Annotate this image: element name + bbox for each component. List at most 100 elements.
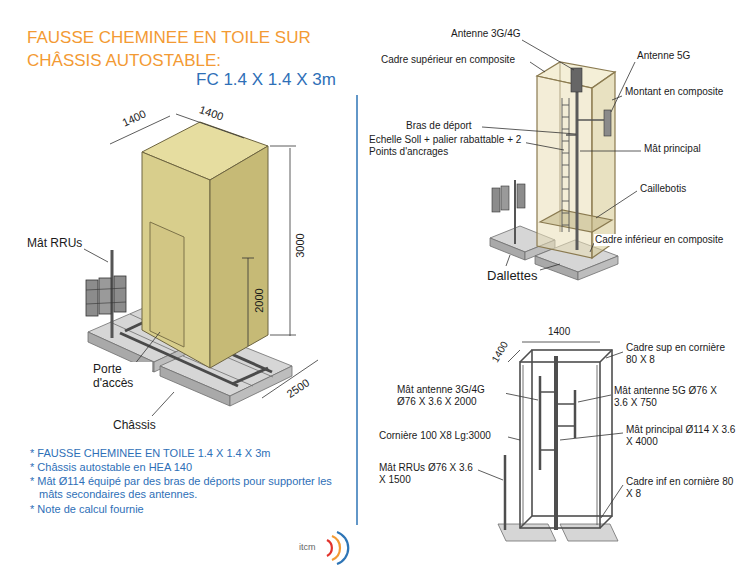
part-label: Cadre supérieur en composite	[380, 54, 516, 66]
subtitle: FC 1.4 X 1.4 X 3m	[195, 70, 337, 90]
slab	[560, 524, 618, 541]
main-mast	[554, 356, 558, 530]
leader-line	[506, 255, 510, 266]
steel-frame	[520, 516, 532, 528]
ladder	[562, 177, 569, 178]
ladder	[562, 189, 569, 190]
main-mast	[566, 68, 611, 250]
divider-line	[357, 95, 358, 525]
leader-line	[152, 392, 174, 416]
dimension-line	[270, 146, 296, 147]
logo-arcs	[337, 532, 348, 564]
part-label: Dallettes	[486, 268, 539, 284]
leader-line	[612, 96, 622, 100]
main-mast	[571, 68, 582, 92]
leader-line	[478, 470, 503, 480]
leader-line	[504, 393, 538, 400]
dimension: 1400	[197, 103, 226, 124]
slab	[490, 238, 525, 260]
fabric-chimney	[150, 222, 184, 347]
part-label: Mât antenne 5G Ø76 X 3.6 X 750	[613, 385, 725, 409]
main-mast	[574, 390, 577, 438]
divider-line	[356, 95, 358, 525]
leader-line	[580, 151, 641, 152]
title: FAUSSE CHEMINEE EN TOILE SUR CHÂSSIS AUT…	[26, 26, 363, 72]
rru-mast	[99, 278, 111, 314]
main-mast	[505, 356, 575, 530]
rru-mast	[86, 288, 126, 290]
slab	[230, 366, 292, 406]
rru-mast	[514, 180, 516, 244]
part-label: Echelle Soll + palier rabattable + 2 Poi…	[368, 134, 526, 158]
leader-line	[530, 62, 545, 72]
steel-frame	[600, 516, 612, 528]
composite-frame	[537, 62, 615, 258]
main-mast	[576, 70, 579, 250]
steel-frame	[520, 362, 600, 528]
slab	[498, 524, 556, 541]
part-label: Cadre inf en cornière 80 X 8	[625, 476, 739, 500]
dimension-line	[522, 342, 600, 343]
composite-frame	[559, 62, 560, 232]
rru-mast	[492, 188, 500, 212]
ladder	[562, 117, 569, 118]
part-label: Antenne 5G	[636, 50, 691, 62]
leader-line	[540, 264, 560, 270]
part-label: Mât principal Ø114 X 3.6 X 4000	[625, 424, 737, 448]
leader-line	[578, 395, 611, 402]
logo-arcs	[327, 532, 348, 564]
slab	[535, 256, 578, 280]
steel-frame	[520, 350, 532, 362]
leader-line	[522, 142, 564, 150]
dimension: 1400	[489, 338, 512, 365]
dimension-line	[242, 258, 254, 259]
note: * Mât Ø114 équipé par des bras de déport…	[30, 475, 350, 501]
dimension: 1400	[547, 326, 571, 338]
leader-line	[508, 437, 520, 440]
rru-mast	[114, 276, 126, 312]
main-mast	[539, 376, 542, 470]
note: * Châssis autostable en HEA 140	[30, 461, 350, 474]
main-mast	[577, 119, 604, 121]
rru-mast	[501, 186, 509, 210]
leader-line	[84, 249, 174, 416]
main-mast	[540, 449, 556, 451]
leader-line	[596, 191, 637, 218]
ladder	[562, 105, 569, 106]
dimension-line	[508, 350, 520, 362]
dimension-line	[508, 342, 600, 362]
fabric-chimney	[210, 146, 268, 368]
main-mast	[556, 425, 575, 427]
dimension-line	[248, 258, 249, 346]
steel-frame	[600, 350, 612, 362]
part-label: Cadre inférieur en composite	[594, 234, 724, 246]
part-label: Châssis	[112, 418, 157, 432]
steel-frame	[597, 365, 598, 525]
rru-mast	[492, 180, 525, 244]
dimension: 1400	[119, 107, 149, 130]
rru-mast	[86, 280, 98, 316]
logo-text: itcm	[298, 542, 317, 553]
main-mast	[604, 110, 611, 136]
leader-line	[560, 433, 623, 440]
steel-frame	[523, 365, 524, 525]
leader-line	[84, 249, 108, 262]
ladder	[562, 153, 569, 154]
leader-line	[606, 352, 623, 358]
dimension-line	[290, 148, 291, 336]
slab	[578, 256, 618, 280]
part-label: Caillebotis	[639, 183, 687, 195]
part-label: Mât antenne 3G/4G Ø76 X 3.6 X 2000	[396, 384, 506, 408]
leader-line	[522, 40, 574, 70]
dimension: 2500	[284, 376, 313, 402]
ladder	[562, 141, 569, 142]
ladder	[562, 225, 569, 226]
ladder	[562, 165, 569, 166]
ladder	[562, 129, 569, 130]
part-label: Porte d'accès	[92, 362, 152, 391]
main-mast	[504, 455, 507, 530]
part-label: Cornière 100 X8 Lg:3000	[378, 430, 492, 442]
dimension: 2000	[253, 287, 266, 313]
main-mast	[540, 391, 556, 393]
